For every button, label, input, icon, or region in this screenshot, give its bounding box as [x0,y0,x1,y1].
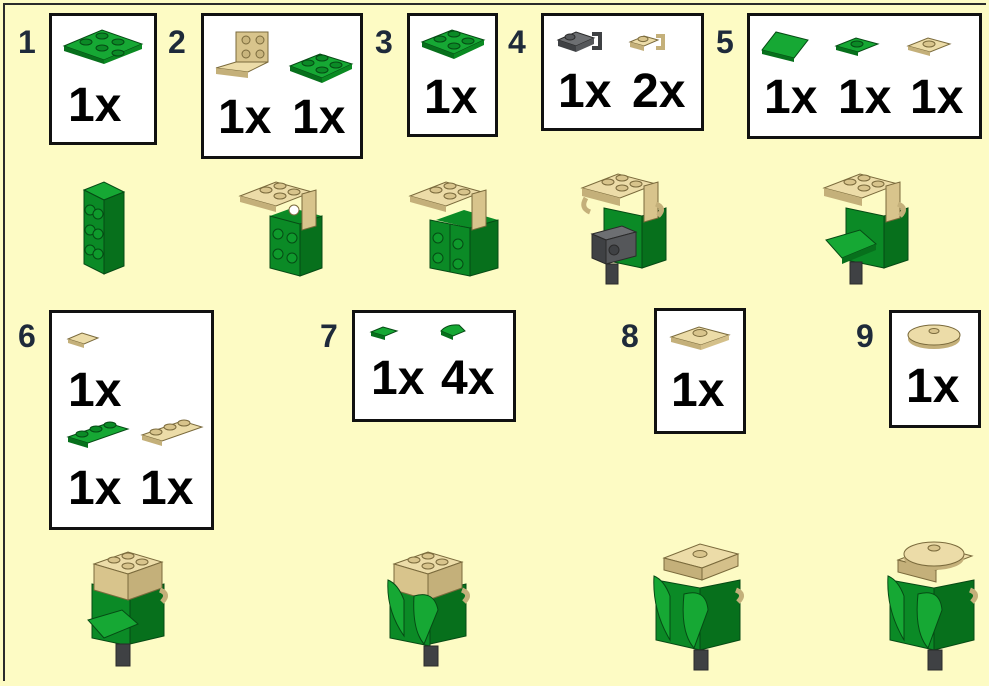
step-number: 1 [18,26,36,58]
quantity-label: 1x [764,74,817,122]
parts-callout: 1x 1x 1x [747,13,982,139]
quantity-label: 1x [68,367,121,415]
parts-callout: 1x [654,308,746,434]
step-3-model-icon [406,176,502,280]
quantity-label: 1x [424,74,477,122]
tan-bracket-icon [214,28,276,88]
step-6-model-icon [84,540,180,670]
green-jumper-plate-icon [832,34,884,60]
green-plate-2x2-icon [418,24,488,62]
step-number: 8 [621,320,639,352]
dark-gray-clip-plate-icon [554,24,606,58]
step-number: 5 [716,26,734,58]
quantity-label: 1x [558,68,611,116]
tan-plate-2x2-jumper-icon [667,321,733,357]
quantity-label: 1x [68,82,121,130]
parts-callout: 1x 1x [201,13,363,159]
step-number: 7 [320,320,338,352]
parts-callout: 1x [889,310,981,428]
step-1-model-icon [76,180,132,276]
quantity-label: 1x [140,465,193,513]
green-plate-1x3-icon [64,419,134,451]
step-4-model-icon [578,164,674,288]
parts-callout: 1x 2x [541,13,704,131]
step-5-model-icon [820,164,916,288]
step-number: 3 [375,26,393,58]
green-tile-1x1-icon [367,323,403,345]
quantity-label: 1x [838,74,891,122]
quantity-label: 1x [671,367,724,415]
green-plate-2x3-icon [60,26,144,64]
tan-jumper-plate-icon [904,34,956,60]
step-number: 2 [168,26,186,58]
parts-callout: 1x [49,13,157,145]
quantity-label: 1x [906,363,959,411]
step-9-model-icon [884,536,984,676]
green-slope-icon [758,28,814,62]
quantity-label: 2x [632,68,685,116]
quantity-label: 1x [371,355,424,403]
parts-callout: 1x 1x 1x [49,310,214,530]
step-number: 4 [508,26,526,58]
parts-callout: 1x 4x [352,310,516,422]
quantity-label: 1x [910,74,963,122]
green-quarter-round-tile-icon [437,321,471,345]
step-8-model-icon [650,540,750,674]
step-number: 9 [856,320,874,352]
parts-callout: 1x [407,13,498,137]
tan-plate-1x3-icon [138,417,208,449]
tan-tile-1x1-icon [64,329,104,353]
step-2-model-icon [236,176,332,278]
quantity-label: 1x [292,94,345,142]
tan-clip-icon [626,28,670,58]
green-plate-2x2-icon [286,48,356,86]
quantity-label: 1x [68,465,121,513]
tan-round-tile-2x2-icon [902,321,966,355]
quantity-label: 1x [218,94,271,142]
quantity-label: 4x [441,355,494,403]
step-number: 6 [18,320,36,352]
step-7-model-icon [384,540,480,670]
